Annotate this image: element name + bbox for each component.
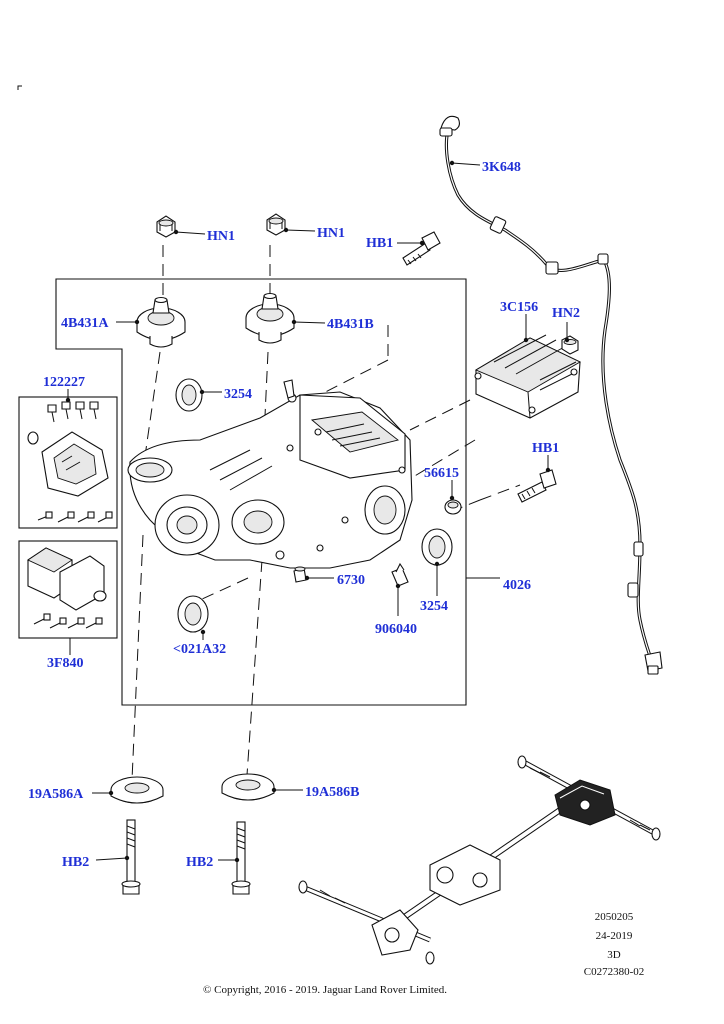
label-3f840[interactable]: 3F840 [47,656,84,671]
meta-line-4: C0272380-02 [584,966,645,978]
label-hb1-right[interactable]: HB1 [532,441,559,456]
part-labels: HN1 HN1 HB1 3K648 4B431A 4B431B 3C156 HN… [28,160,580,870]
part-56615[interactable] [444,499,462,515]
seal-021a32[interactable] [177,595,209,633]
kit-122227-screws [37,511,113,523]
label-hb1-top[interactable]: HB1 [366,236,393,251]
kit-122227-bolts [47,401,99,423]
seal-3254-top[interactable] [175,378,203,412]
leader-lines [65,160,570,863]
label-906040[interactable]: 906040 [375,622,417,637]
actuator-3f840[interactable] [18,540,118,639]
hn1-nut-right[interactable] [266,213,286,236]
label-56615[interactable]: 56615 [424,466,459,481]
label-hb2-left[interactable]: HB2 [62,855,89,870]
label-4b431a[interactable]: 4B431A [61,316,109,331]
sensor-906040[interactable] [391,562,409,587]
assembly-frame [55,278,467,706]
label-hn2[interactable]: HN2 [552,306,580,321]
label-6730[interactable]: 6730 [337,573,365,588]
label-4026[interactable]: 4026 [503,578,531,593]
label-hn1-right[interactable]: HN1 [317,226,345,241]
hn1-nut-left[interactable] [156,215,176,238]
driveline-locator [298,755,661,965]
label-hb2-right[interactable]: HB2 [186,855,213,870]
corner-tick [17,85,22,90]
label-19a586b[interactable]: 19A586B [305,785,359,800]
meta-line-3: 3D [607,949,621,961]
hb2-bolt-right[interactable] [231,821,251,895]
label-hn1-left[interactable]: HN1 [207,229,235,244]
illustration-meta: 2050205 24-2019 3D C0272380-02 [584,911,645,978]
kit-122227[interactable] [18,396,118,529]
hb2-bolt-left[interactable] [121,819,141,895]
label-3254-top[interactable]: 3254 [224,387,252,402]
label-3254-bottom[interactable]: 3254 [420,599,448,614]
plug-6730[interactable] [293,566,307,583]
mount-19a586a[interactable] [110,776,164,804]
label-3k648[interactable]: 3K648 [482,160,521,175]
label-021a32[interactable]: <021A32 [173,642,226,657]
meta-line-1: 2050205 [595,911,634,923]
harness-3k648[interactable] [439,115,663,675]
differential-housing[interactable] [127,379,413,569]
label-122227[interactable]: 122227 [43,375,85,390]
label-4b431b[interactable]: 4B431B [327,317,374,332]
hn2-nut[interactable] [561,335,579,355]
module-3c156[interactable] [474,334,581,419]
copyright-notice: © Copyright, 2016 - 2019. Jaguar Land Ro… [203,984,447,996]
meta-line-2: 24-2019 [596,930,633,942]
hb1-bolt-right[interactable] [517,469,557,503]
label-3c156[interactable]: 3C156 [500,300,538,315]
seal-3254-bottom[interactable] [421,528,453,566]
mount-4b431b[interactable] [245,292,295,344]
mount-19a586b[interactable] [221,773,275,801]
mount-4b431a[interactable] [136,296,186,348]
hb1-bolt-top[interactable] [402,231,441,266]
label-19a586a[interactable]: 19A586A [28,787,84,802]
